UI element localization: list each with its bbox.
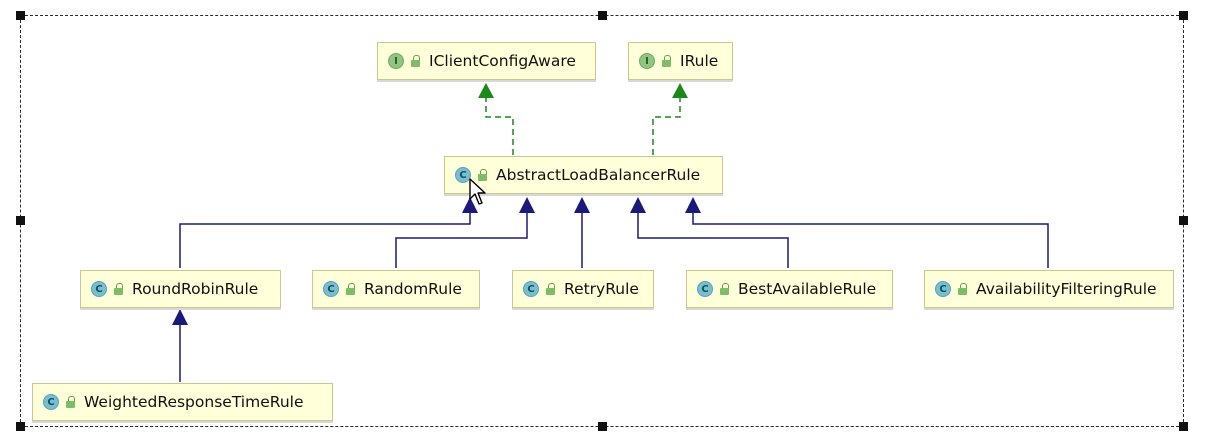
public-access-icon	[546, 282, 557, 296]
public-access-icon	[66, 395, 77, 409]
public-access-icon	[720, 282, 731, 296]
implements-arrowhead-iclientconfigaware	[478, 83, 494, 98]
interface-icon: I	[388, 53, 404, 69]
node-label: AvailabilityFilteringRule	[976, 280, 1157, 298]
node-abstractloadbalancerrule[interactable]: C AbstractLoadBalancerRule	[444, 156, 723, 194]
interface-icon: I	[639, 53, 655, 69]
public-access-icon	[114, 282, 125, 296]
node-label: IClientConfigAware	[429, 52, 576, 70]
node-label: IRule	[680, 52, 719, 70]
class-icon: C	[43, 394, 59, 410]
node-label: RoundRobinRule	[132, 280, 259, 298]
extends-edge-randomrule	[395, 200, 528, 268]
selection-handle-bottom-right[interactable]	[1179, 422, 1188, 431]
selection-handle-top-middle[interactable]	[598, 11, 607, 20]
selection-handle-middle-left[interactable]	[16, 216, 25, 225]
public-access-icon	[662, 54, 673, 68]
extends-arrowhead-bestavailablerule	[630, 197, 646, 213]
selection-handle-top-left[interactable]	[16, 11, 25, 20]
node-iclientconfigaware[interactable]: I IClientConfigAware	[377, 42, 596, 80]
extends-arrowhead-retryrule	[574, 197, 590, 213]
class-icon: C	[455, 167, 471, 183]
class-icon: C	[323, 281, 339, 297]
node-randomrule[interactable]: C RandomRule	[312, 270, 480, 308]
public-access-icon	[478, 168, 489, 182]
node-weightedresponsetimerule[interactable]: C WeightedResponseTimeRule	[32, 383, 333, 421]
extends-arrowhead-weightedresponsetimerule	[172, 309, 188, 325]
class-icon: C	[697, 281, 713, 297]
node-roundrobinrule[interactable]: C RoundRobinRule	[80, 270, 281, 308]
node-label: BestAvailableRule	[738, 280, 877, 298]
extends-arrowhead-roundrobinrule	[462, 197, 478, 213]
class-icon: C	[523, 281, 539, 297]
node-label: WeightedResponseTimeRule	[84, 393, 304, 411]
implements-edge-iclientconfigaware	[485, 86, 514, 155]
node-label: RetryRule	[564, 280, 639, 298]
class-icon: C	[91, 281, 107, 297]
node-irule[interactable]: I IRule	[628, 42, 733, 80]
public-access-icon	[958, 282, 969, 296]
node-label: RandomRule	[364, 280, 462, 298]
public-access-icon	[346, 282, 357, 296]
selection-handle-top-right[interactable]	[1179, 11, 1188, 20]
node-bestavailablerule[interactable]: C BestAvailableRule	[686, 270, 893, 308]
node-retryrule[interactable]: C RetryRule	[512, 270, 654, 308]
extends-arrowhead-availabilityfilteringrule	[685, 197, 701, 213]
extends-edge-roundrobinrule	[179, 200, 471, 268]
selection-handle-bottom-middle[interactable]	[598, 422, 607, 431]
extends-edge-bestavailablerule	[637, 200, 789, 268]
class-icon: C	[935, 281, 951, 297]
mouse-cursor-icon	[469, 178, 486, 205]
extends-edge-availabilityfilteringrule	[692, 200, 1049, 268]
public-access-icon	[411, 54, 422, 68]
selection-handle-bottom-left[interactable]	[16, 422, 25, 431]
implements-arrowhead-irule	[672, 83, 688, 98]
selection-handle-middle-right[interactable]	[1179, 216, 1188, 225]
node-availabilityfilteringrule[interactable]: C AvailabilityFilteringRule	[924, 270, 1174, 308]
node-label: AbstractLoadBalancerRule	[496, 166, 701, 184]
extends-arrowhead-randomrule	[519, 197, 535, 213]
implements-edge-irule	[652, 86, 681, 155]
